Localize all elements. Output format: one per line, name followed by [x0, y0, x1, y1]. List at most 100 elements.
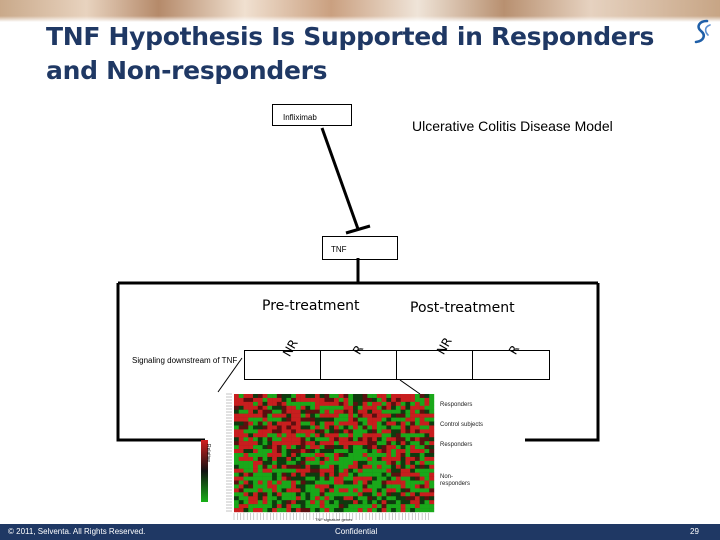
heatmap-cell: [286, 425, 292, 430]
heatmap-cell: [357, 425, 363, 430]
heatmap-cell: [281, 405, 287, 410]
heatmap-cell: [381, 433, 387, 438]
heatmap-cell: [395, 464, 401, 469]
heatmap-cell: [367, 409, 373, 414]
heatmap-cell: [395, 397, 401, 403]
heatmap-cell: [262, 409, 268, 414]
heatmap-cell: [234, 464, 239, 469]
heatmap-cell: [353, 504, 359, 509]
heatmap-cell: [362, 449, 368, 454]
heatmap-cell: [348, 405, 354, 410]
heatmap-cell: [372, 496, 378, 501]
heatmap-cell: [429, 456, 435, 462]
heatmap-cell: [314, 421, 320, 426]
heatmap-cell: [272, 468, 278, 473]
heatmap-cell: [386, 500, 392, 505]
heatmap-cell: [291, 445, 297, 450]
heatmap-cell: [238, 397, 244, 403]
heatmap-cell: [291, 433, 297, 438]
heatmap-cell: [295, 508, 301, 513]
heatmap-cell: [276, 433, 282, 438]
heatmap-cell: [238, 425, 244, 430]
heatmap-cell: [400, 468, 406, 473]
heatmap-cell: [281, 453, 287, 458]
heatmap-cell: [405, 453, 411, 458]
heatmap-cell: [381, 500, 387, 505]
heatmap-cell: [329, 405, 335, 410]
heatmap-cell: [234, 460, 239, 465]
heatmap-cell: [324, 476, 330, 481]
heatmap-cell: [257, 488, 263, 493]
heatmap-cell: [238, 394, 244, 399]
heatmap-cell: [286, 405, 292, 410]
heatmap-cell: [353, 433, 359, 438]
heatmap-cell: [310, 397, 316, 403]
heatmap-cell: [295, 496, 301, 501]
heatmap-cell: [348, 464, 354, 469]
heatmap-cell: [362, 460, 368, 465]
heatmap-cell: [429, 397, 435, 403]
heatmap-cell: [314, 449, 320, 454]
heatmap-cell: [386, 492, 392, 497]
heatmap-cell: [376, 405, 382, 410]
heatmap-cell: [310, 449, 316, 454]
heatmap-cell: [386, 413, 392, 418]
heatmap-cell: [429, 445, 435, 450]
heatmap-cell: [257, 445, 263, 450]
heatmap-cell: [248, 394, 254, 399]
infliximab-box: Infliximab: [272, 104, 352, 126]
heatmap-cell: [243, 445, 249, 450]
heatmap-cell: [286, 397, 292, 403]
heatmap-cell: [348, 508, 354, 513]
heatmap-cell: [319, 500, 325, 505]
heatmap-cell: [405, 405, 411, 410]
page-number: 29: [690, 527, 699, 536]
heatmap-cell: [381, 456, 387, 462]
heatmap-cell: [243, 413, 249, 418]
heatmap-cell: [343, 492, 349, 497]
heatmap-cell: [300, 504, 306, 509]
heatmap-cell: [295, 429, 301, 434]
heatmap-cell: [338, 460, 344, 465]
heatmap-cell: [300, 453, 306, 458]
heatmap-cell: [357, 409, 363, 414]
heatmap-cell: [243, 397, 249, 403]
heatmap-cell: [353, 441, 359, 446]
heatmap-cell: [381, 460, 387, 465]
heatmap-cell: [257, 456, 263, 462]
heatmap-cell: [405, 464, 411, 469]
heatmap-cell: [262, 413, 268, 418]
heatmap-cell: [286, 433, 292, 438]
heatmap-cell: [405, 504, 411, 509]
heatmap-cell: [272, 449, 278, 454]
heatmap-cell: [376, 421, 382, 426]
heatmap-cell: [324, 425, 330, 430]
heatmap-cell: [343, 409, 349, 414]
heatmap-cell: [291, 394, 297, 399]
heatmap-cell: [400, 449, 406, 454]
heatmap-cell: [295, 417, 301, 422]
heatmap-cell: [281, 429, 287, 434]
heatmap-cell: [310, 460, 316, 465]
heatmap-cell: [319, 476, 325, 481]
heatmap-cell: [400, 484, 406, 489]
heatmap-cell: [314, 464, 320, 469]
heatmap-cell: [353, 460, 359, 465]
heatmap-cell: [381, 409, 387, 414]
heatmap-cell: [381, 425, 387, 430]
heatmap-cell: [267, 413, 273, 418]
heatmap-cell: [272, 433, 278, 438]
heatmap-cell: [414, 492, 420, 497]
heatmap-cell: [391, 460, 397, 465]
slide-title: TNF Hypothesis Is Supported in Responder…: [46, 22, 655, 85]
heatmap-cell: [391, 508, 397, 513]
heatmap-cell: [234, 433, 239, 438]
heatmap-cell: [357, 504, 363, 509]
heatmap-cell: [314, 492, 320, 497]
heatmap-cell: [343, 484, 349, 489]
heatmap-cell: [276, 401, 282, 406]
heatmap-cell: [367, 433, 373, 438]
heatmap-cell: [257, 429, 263, 434]
heatmap-cell: [376, 476, 382, 481]
heatmap-cell: [362, 413, 368, 418]
